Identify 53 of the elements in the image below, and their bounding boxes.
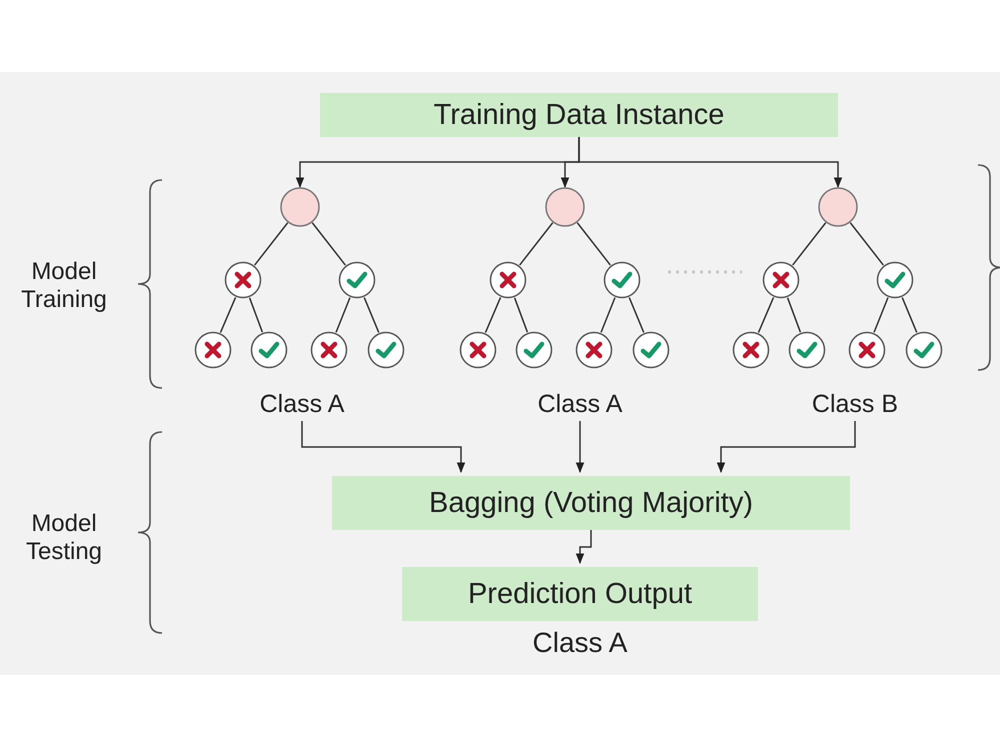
result-label: Class A xyxy=(532,627,628,659)
cross-icon xyxy=(459,331,497,369)
branch-line xyxy=(600,297,616,333)
cross-icon xyxy=(194,331,232,369)
branch-line xyxy=(248,298,264,332)
branch-line xyxy=(758,297,774,333)
branch-line xyxy=(786,298,802,332)
branch-line xyxy=(220,297,236,333)
section-label: Model Testing xyxy=(24,510,104,566)
class-label: Class B xyxy=(790,387,920,421)
cross-icon xyxy=(848,331,886,369)
check-icon xyxy=(905,331,943,369)
check-icon xyxy=(367,331,405,369)
check-icon xyxy=(876,261,914,299)
check-icon xyxy=(632,331,670,369)
cross-icon xyxy=(732,331,770,369)
root-circle xyxy=(818,187,858,227)
class-label: Class A xyxy=(237,387,367,421)
branch-line xyxy=(484,297,502,333)
arrow xyxy=(578,137,842,188)
class-label: Class A xyxy=(515,387,645,421)
branch-line xyxy=(364,297,380,333)
branch-line xyxy=(902,297,918,333)
cross-icon xyxy=(762,261,800,299)
branch-line xyxy=(514,298,528,332)
arrow xyxy=(301,421,466,474)
check-icon xyxy=(338,261,376,299)
process-box: Training Data Instance xyxy=(320,93,838,137)
branch-line xyxy=(312,222,346,266)
branch-line xyxy=(850,222,884,266)
cross-icon xyxy=(224,261,262,299)
branch-line xyxy=(519,222,554,266)
branch-line xyxy=(576,222,611,266)
process-box: Bagging (Voting Majority) xyxy=(332,476,850,530)
branch-line xyxy=(335,297,351,333)
root-circle xyxy=(280,187,320,227)
root-circle xyxy=(545,187,585,227)
arrow xyxy=(576,530,592,564)
section-label: Model Training xyxy=(20,258,108,314)
process-box: Prediction Output xyxy=(402,567,758,621)
cross-icon xyxy=(575,331,613,369)
arrow xyxy=(576,421,584,474)
arrow xyxy=(716,421,856,474)
branch-line xyxy=(628,297,644,333)
branch-line xyxy=(254,222,288,266)
cross-icon xyxy=(489,261,527,299)
branch-line xyxy=(873,297,889,333)
check-icon xyxy=(250,331,288,369)
branch-line xyxy=(792,222,826,266)
check-icon xyxy=(603,261,641,299)
check-icon xyxy=(515,331,553,369)
cross-icon xyxy=(310,331,348,369)
check-icon xyxy=(788,331,826,369)
